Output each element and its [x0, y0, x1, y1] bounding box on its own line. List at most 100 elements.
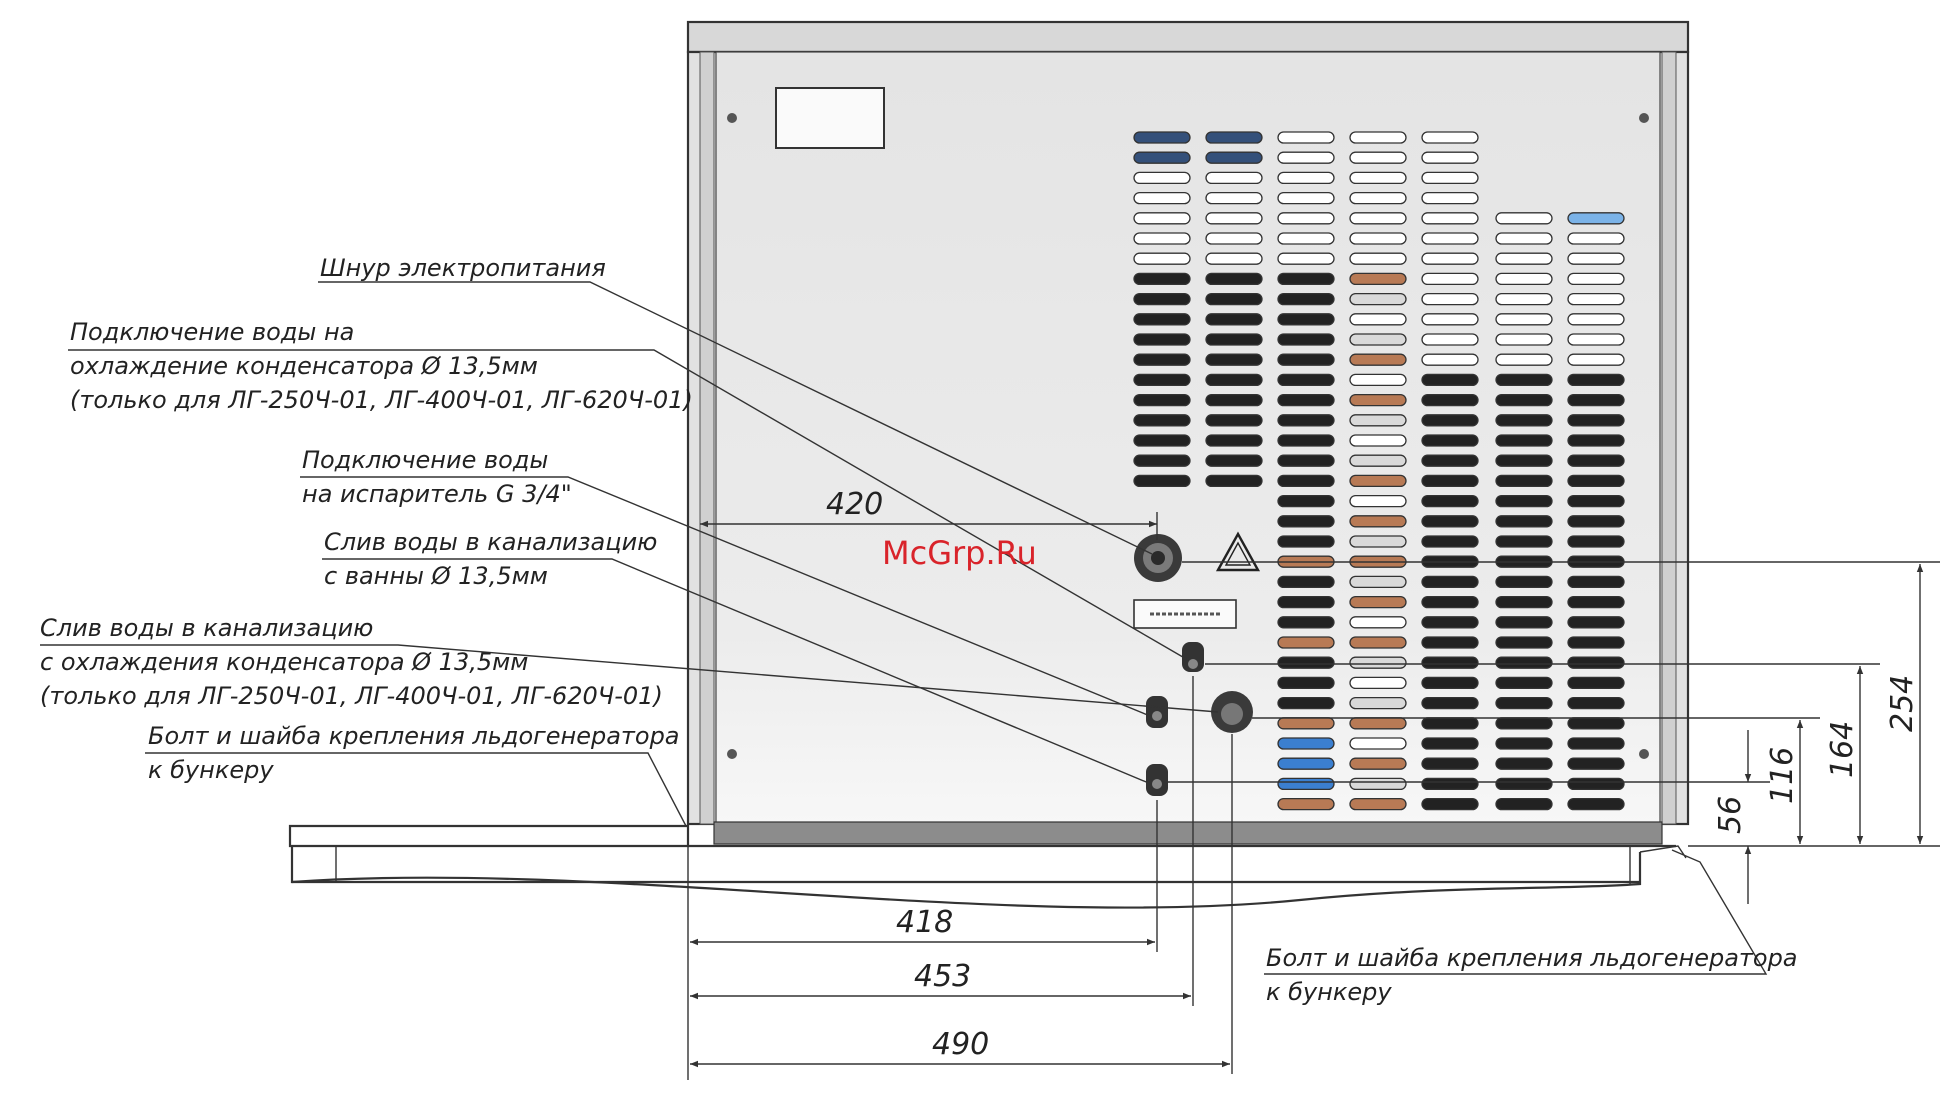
vent-slot — [1495, 333, 1553, 346]
vent-slot — [1421, 717, 1479, 730]
vent-slot — [1567, 797, 1625, 811]
vent-slot — [1277, 454, 1335, 467]
vent-slot — [1277, 232, 1335, 245]
vent-slot — [1205, 151, 1263, 164]
vent-slot — [1495, 737, 1553, 750]
vent-slot — [1567, 515, 1625, 528]
vent-slot — [1277, 494, 1335, 508]
vent-slot — [1205, 212, 1263, 225]
vent-slot — [1133, 191, 1191, 205]
vent-slot — [1421, 131, 1479, 144]
vent-slot — [1495, 373, 1553, 387]
vent-slot — [1495, 515, 1553, 528]
vent-slot — [1495, 434, 1553, 447]
vent-slot — [1495, 474, 1553, 488]
vent-slot — [1495, 494, 1553, 508]
vent-slot — [1349, 292, 1407, 306]
vent-slot — [1277, 171, 1335, 185]
callout-labels: Шнур электропитания Подключение воды на … — [40, 254, 1798, 1006]
vent-slot — [1205, 171, 1263, 185]
vent-slot — [1421, 616, 1479, 629]
vent-slot — [1277, 474, 1335, 488]
vent-slot — [1277, 151, 1335, 164]
dim-453: 453 — [914, 959, 971, 994]
vent-slot — [1205, 474, 1263, 488]
vent-slot — [1421, 212, 1479, 225]
vent-slot — [1495, 797, 1553, 811]
vent-slot — [1205, 191, 1263, 205]
watermark: McGrp.Ru — [882, 534, 1037, 572]
vent-slot — [1277, 656, 1335, 669]
dim-164: 164 — [1825, 721, 1860, 778]
vent-slot — [1495, 272, 1553, 286]
vent-slot — [1421, 515, 1479, 528]
vent-slot — [1421, 434, 1479, 447]
vent-slot — [1421, 393, 1479, 407]
vent-slot — [1567, 333, 1625, 346]
evaporator-water-inlet — [1211, 691, 1253, 733]
vent-slot — [1349, 676, 1407, 690]
vent-slot — [1495, 777, 1553, 791]
ventilation-grille — [1133, 131, 1625, 811]
vent-slot — [1349, 393, 1407, 407]
callout-bath-drain: Слив воды в канализацию с ванны Ø 13,5мм — [324, 528, 665, 590]
vent-slot — [1421, 676, 1479, 690]
vent-slot — [1349, 595, 1407, 609]
vent-slot — [1567, 777, 1625, 791]
vent-slot — [1349, 757, 1407, 770]
vent-slot — [1277, 515, 1335, 528]
vent-slot — [1349, 232, 1407, 245]
vent-slot — [1205, 373, 1263, 387]
vent-slot — [1349, 717, 1407, 730]
vent-slot — [1349, 212, 1407, 225]
callout-bolt-left: Болт и шайба крепления льдогенератора к … — [148, 722, 687, 784]
vent-slot — [1567, 252, 1625, 265]
vent-slot — [1133, 292, 1191, 306]
dimension-values: 420 418 453 490 56 116 164 254 — [826, 487, 1920, 1062]
vent-slot — [1421, 737, 1479, 750]
vent-slot — [1277, 373, 1335, 387]
vent-slot — [1205, 313, 1263, 326]
vent-slot — [1495, 252, 1553, 265]
vent-slot — [1133, 131, 1191, 144]
vent-slot — [1495, 636, 1553, 649]
vent-slot — [1421, 414, 1479, 427]
vent-slot — [1421, 595, 1479, 609]
vent-slot — [1567, 454, 1625, 467]
vent-slot — [1277, 272, 1335, 286]
vent-slot — [1567, 292, 1625, 306]
vent-slot — [1349, 131, 1407, 144]
vent-slot — [1133, 171, 1191, 185]
connection-fittings — [1134, 534, 1253, 796]
leader-lines — [40, 281, 1768, 975]
vent-slot — [1421, 191, 1479, 205]
vent-slot — [1277, 575, 1335, 589]
vent-slot — [1349, 353, 1407, 366]
vent-slot — [1349, 737, 1407, 750]
vent-slot — [1349, 414, 1407, 427]
vent-slot — [1349, 373, 1407, 387]
vent-slot — [1133, 434, 1191, 447]
vent-slot — [1277, 333, 1335, 346]
vent-slot — [1421, 797, 1479, 811]
vent-slot — [1567, 696, 1625, 710]
vent-slot — [1133, 393, 1191, 407]
vent-slot — [1495, 313, 1553, 326]
vent-slot — [1421, 777, 1479, 791]
power-cord-gland — [1134, 534, 1182, 582]
vent-slot — [1349, 434, 1407, 447]
vent-slot — [1567, 212, 1625, 225]
vent-slot — [1421, 373, 1479, 387]
vent-slot — [1567, 232, 1625, 245]
vent-slot — [1277, 636, 1335, 649]
condenser-water-inlet — [1182, 642, 1204, 672]
dim-254: 254 — [1885, 675, 1920, 732]
vent-slot — [1349, 696, 1407, 710]
vent-slot — [1421, 171, 1479, 185]
vent-slot — [1567, 393, 1625, 407]
vent-slot — [1349, 797, 1407, 811]
vent-slot — [1349, 191, 1407, 205]
condenser-drain-fitting — [1146, 764, 1168, 796]
vent-slot — [1421, 292, 1479, 306]
vent-slot — [1133, 353, 1191, 366]
